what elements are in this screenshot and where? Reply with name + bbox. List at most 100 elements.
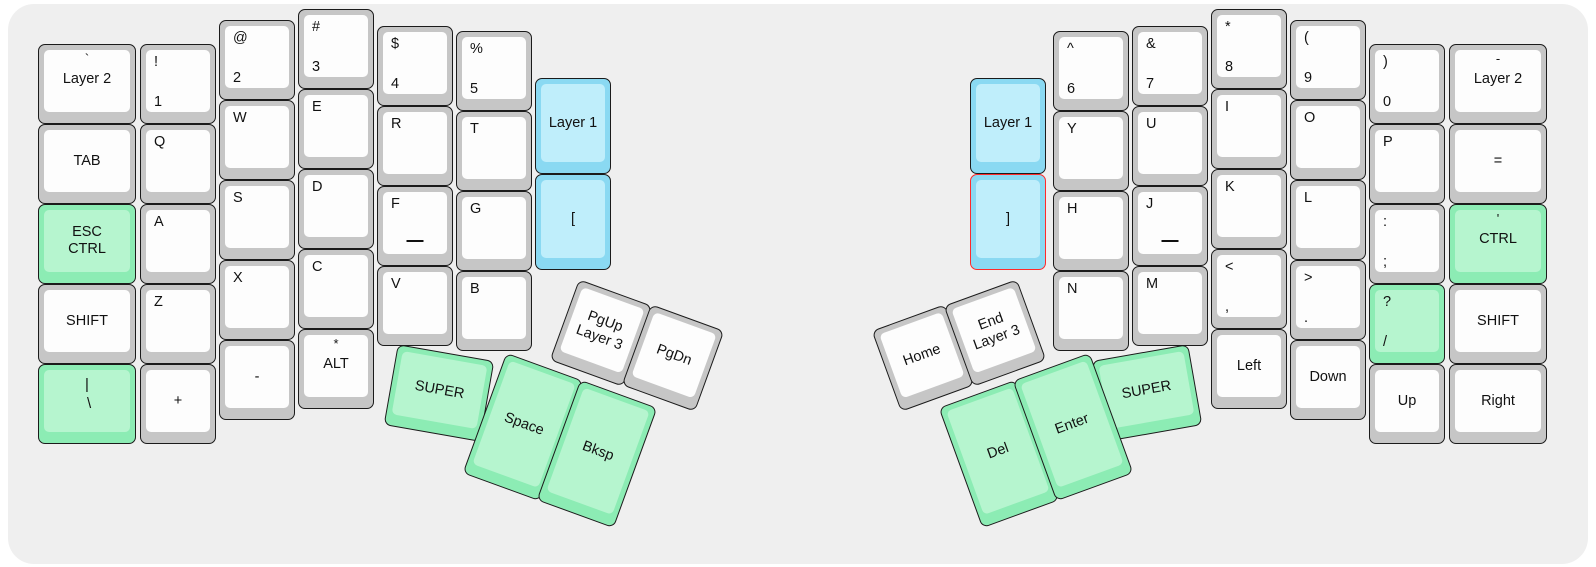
key-pgdn-legend: PgDn <box>654 341 694 369</box>
key-layer2-grave-legend-shifted: ` <box>84 51 90 66</box>
key-d-face: D <box>304 175 368 237</box>
key-8[interactable]: *8 <box>1211 9 1287 89</box>
key-p[interactable]: P <box>1369 124 1445 204</box>
key-1-legend-shifted: ! <box>154 54 159 70</box>
key-layer2-minus[interactable]: -Layer 2 <box>1449 44 1547 124</box>
key-v[interactable]: V <box>377 266 453 346</box>
key-i[interactable]: I <box>1211 89 1287 169</box>
key-down[interactable]: Down <box>1290 340 1366 420</box>
key-r[interactable]: R <box>377 106 453 186</box>
key-e-legend: E <box>312 99 322 115</box>
key-minus[interactable]: - <box>219 340 295 420</box>
key-s[interactable]: S <box>219 180 295 260</box>
key-t-face: T <box>462 117 526 179</box>
key-up-legend: Up <box>1397 392 1417 409</box>
key-m[interactable]: M <box>1132 266 1208 346</box>
key-plus[interactable]: + <box>140 364 216 444</box>
key-shift-right-legend: SHIFT <box>1477 312 1519 329</box>
key-layer1-left[interactable]: Layer 1 <box>535 78 611 174</box>
key-9[interactable]: (9 <box>1290 20 1366 100</box>
key-left[interactable]: Left <box>1211 329 1287 409</box>
key-layer1-right[interactable]: Layer 1 <box>970 78 1046 174</box>
key-j[interactable]: J <box>1132 186 1208 266</box>
key-t[interactable]: T <box>456 111 532 191</box>
key-q[interactable]: Q <box>140 124 216 204</box>
key-pipe-backslash[interactable]: | \ <box>38 364 136 444</box>
key-y[interactable]: Y <box>1053 111 1129 191</box>
key-layer2-grave-legend: Layer 2 <box>62 71 112 87</box>
key-semicolon[interactable]: :; <box>1369 204 1445 284</box>
key-f[interactable]: F <box>377 186 453 266</box>
key-period-legend-base: . <box>1304 309 1309 326</box>
key-1[interactable]: !1 <box>140 44 216 124</box>
key-x[interactable]: X <box>219 260 295 340</box>
key-comma[interactable]: <, <box>1211 249 1287 329</box>
key-3[interactable]: #3 <box>298 9 374 89</box>
key-period[interactable]: >. <box>1290 260 1366 340</box>
key-e[interactable]: E <box>298 89 374 169</box>
key-s-face: S <box>225 186 289 248</box>
key-ctrl-quote[interactable]: 'CTRL <box>1449 204 1547 284</box>
key-layer2-grave[interactable]: ` Layer 2 <box>38 44 136 124</box>
key-c[interactable]: C <box>298 249 374 329</box>
key-7[interactable]: &7 <box>1132 26 1208 106</box>
key-6-legend-shifted: ^ <box>1067 41 1074 57</box>
key-o[interactable]: O <box>1290 100 1366 180</box>
key-right[interactable]: Right <box>1449 364 1547 444</box>
key-shift-left[interactable]: SHIFT <box>38 284 136 364</box>
key-v-legend: V <box>391 276 401 292</box>
key-h[interactable]: H <box>1053 191 1129 271</box>
key-esc-ctrl[interactable]: ESC CTRL <box>38 204 136 284</box>
key-g[interactable]: G <box>456 191 532 271</box>
key-alt[interactable]: *ALT <box>298 329 374 409</box>
key-d-legend: D <box>312 179 323 195</box>
key-6[interactable]: ^6 <box>1053 31 1129 111</box>
key-bracket-left[interactable]: [ <box>535 174 611 270</box>
key-layer1-right-face: Layer 1 <box>976 84 1040 162</box>
key-4[interactable]: $4 <box>377 26 453 106</box>
key-2[interactable]: @2 <box>219 20 295 100</box>
key-bracket-right-legend: ] <box>1005 210 1011 227</box>
key-b-legend: B <box>470 281 480 297</box>
key-bracket-left-face: [ <box>541 180 605 258</box>
key-super-left-legend: SUPER <box>413 377 466 402</box>
key-super-left[interactable]: SUPER <box>383 344 495 442</box>
key-pgup-layer3-legend: PgUp Layer 3 <box>573 308 625 354</box>
key-k-face: K <box>1217 175 1281 237</box>
key-n[interactable]: N <box>1053 271 1129 351</box>
key-equals[interactable]: = <box>1449 124 1547 204</box>
key-esc-ctrl-legend: ESC CTRL <box>68 224 106 257</box>
key-d[interactable]: D <box>298 169 374 249</box>
key-1-legend-base: 1 <box>154 93 163 110</box>
key-u[interactable]: U <box>1132 106 1208 186</box>
key-tab-face: TAB <box>44 130 130 192</box>
key-bracket-right[interactable]: ] <box>970 174 1046 270</box>
key-b[interactable]: B <box>456 271 532 351</box>
key-pgdn-face: PgDn <box>631 311 717 399</box>
key-2-face: @2 <box>225 26 289 88</box>
key-semicolon-legend-base: ; <box>1383 253 1388 270</box>
key-l[interactable]: L <box>1290 180 1366 260</box>
key-k[interactable]: K <box>1211 169 1287 249</box>
key-r-legend: R <box>391 116 402 132</box>
key-up[interactable]: Up <box>1369 364 1445 444</box>
key-0[interactable]: )0 <box>1369 44 1445 124</box>
key-7-legend-shifted: & <box>1146 36 1156 52</box>
key-s-legend: S <box>233 190 243 206</box>
key-shift-right[interactable]: SHIFT <box>1449 284 1547 364</box>
key-a[interactable]: A <box>140 204 216 284</box>
key-equals-legend: = <box>1493 152 1503 169</box>
key-tab[interactable]: TAB <box>38 124 136 204</box>
key-z[interactable]: Z <box>140 284 216 364</box>
key-3-legend-base: 3 <box>312 58 321 75</box>
key-5[interactable]: %5 <box>456 31 532 111</box>
key-esc-ctrl-face: ESC CTRL <box>44 210 130 272</box>
key-a-legend: A <box>154 214 164 230</box>
key-g-face: G <box>462 197 526 259</box>
key-j-face: J <box>1138 192 1202 254</box>
key-w[interactable]: W <box>219 100 295 180</box>
key-bracket-left-legend: [ <box>570 210 576 227</box>
key-minus-legend: - <box>254 368 260 385</box>
key-slash[interactable]: ?/ <box>1369 284 1445 364</box>
key-f-legend: F <box>391 196 400 212</box>
